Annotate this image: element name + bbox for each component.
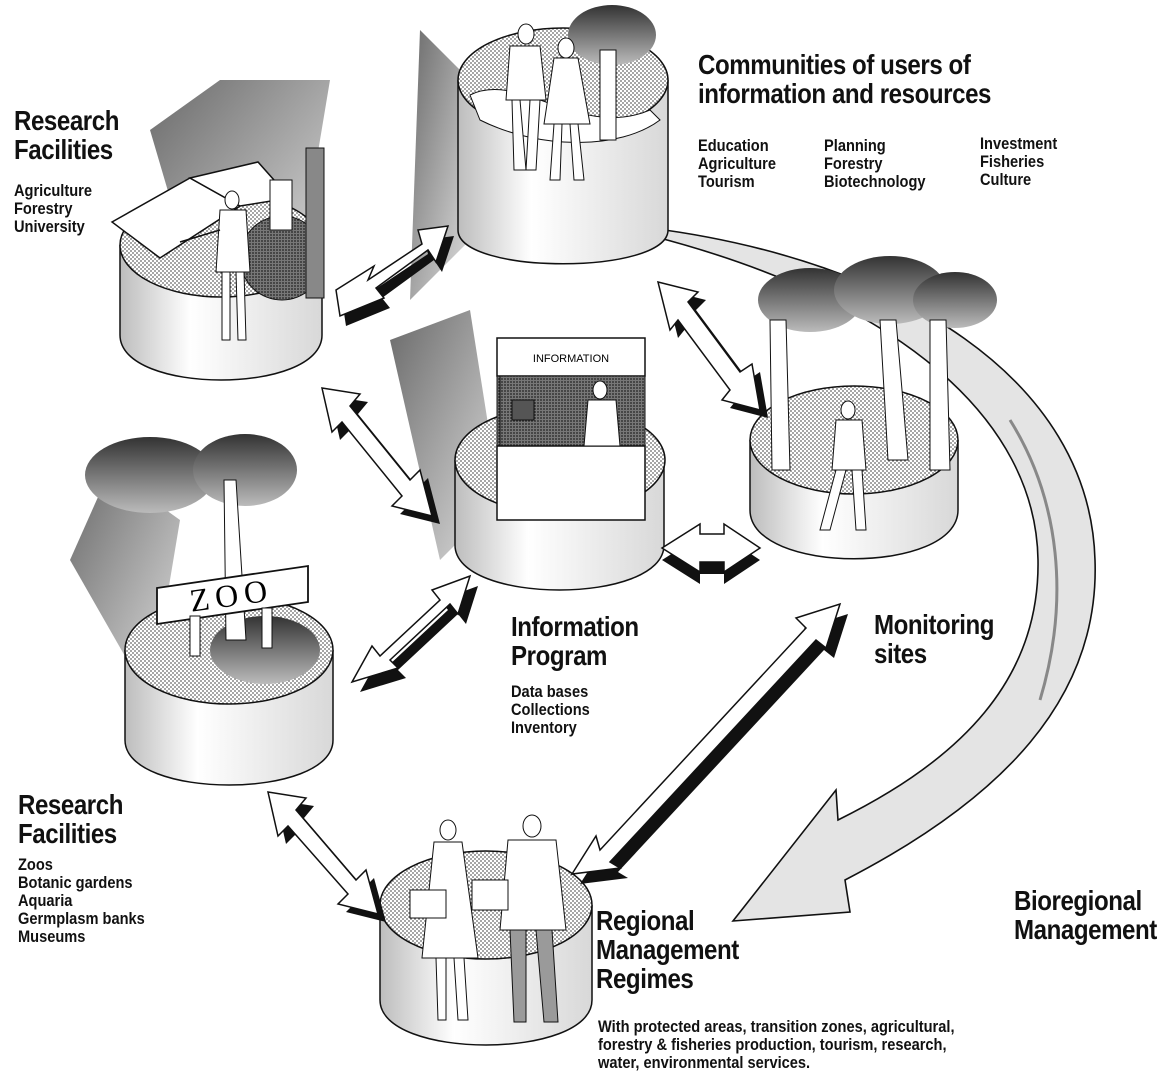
monitoring-title: Monitoring sites bbox=[874, 609, 995, 669]
arrow-research-information bbox=[321, 387, 440, 524]
arrow-research-communities bbox=[335, 225, 454, 326]
pedestal-research-top bbox=[110, 80, 330, 381]
pedestal-regional bbox=[379, 814, 593, 1046]
regional-title: Regional Management Regimes bbox=[596, 905, 739, 994]
research-top-items: Agriculture Forestry University bbox=[14, 181, 92, 236]
communities-col2: Planning Forestry Biotechnology bbox=[824, 136, 926, 191]
communities-col1: Education Agriculture Tourism bbox=[698, 136, 776, 191]
arrow-zoo-regional bbox=[267, 791, 386, 922]
bioregional-curve-arrow bbox=[648, 227, 1096, 922]
pedestal-monitoring bbox=[749, 256, 997, 560]
regional-description: With protected areas, transition zones, … bbox=[598, 1017, 955, 1072]
bioregional-title: Bioregional Management bbox=[1014, 885, 1157, 945]
research-bottom-items: Zoos Botanic gardens Aquaria Germplasm b… bbox=[18, 855, 145, 946]
pedestal-zoo: ZOO bbox=[70, 434, 334, 786]
pedestal-information: INFORMATION bbox=[390, 310, 666, 591]
pedestal-communities bbox=[410, 5, 669, 300]
arrow-communities-monitoring bbox=[656, 280, 768, 418]
communities-col3: Investment Fisheries Culture bbox=[980, 134, 1058, 189]
arrow-zoo-information bbox=[350, 574, 478, 692]
communities-title: Communities of users of information and … bbox=[698, 49, 991, 109]
information-program-title: Information Program bbox=[511, 611, 639, 671]
arrow-regional-monitoring bbox=[570, 602, 848, 884]
information-sign: INFORMATION bbox=[533, 353, 609, 365]
information-program-items: Data bases Collections Inventory bbox=[511, 682, 590, 737]
arrow-information-monitoring bbox=[660, 522, 762, 584]
research-top-title: Research Facilities bbox=[14, 105, 120, 165]
research-bottom-title: Research Facilities bbox=[18, 789, 124, 849]
